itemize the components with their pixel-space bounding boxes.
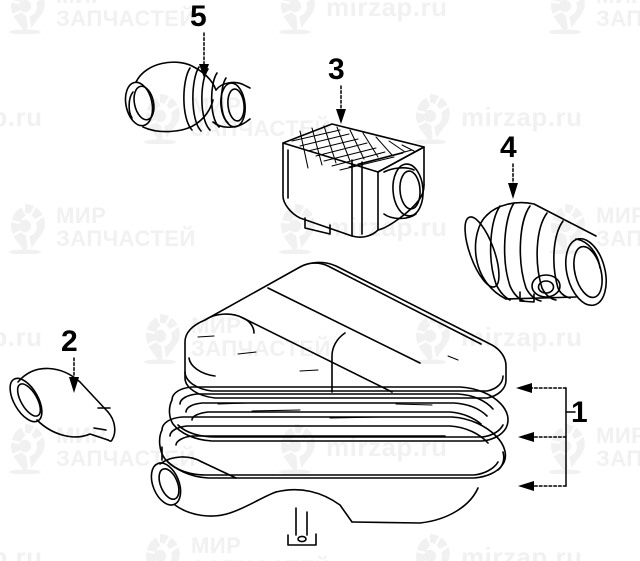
callout-leader-lines bbox=[69, 32, 518, 393]
air-cleaner-lower-housing bbox=[150, 416, 507, 546]
part-1-air-cleaner-assembly bbox=[150, 261, 509, 546]
part-4-corrugated-intake-duct bbox=[464, 201, 607, 307]
callout-label-3: 3 bbox=[328, 53, 345, 86]
part-5-elbow-bellows-hose bbox=[124, 61, 251, 133]
callout-1-bracket bbox=[516, 383, 576, 491]
part-3-resonator-chamber bbox=[282, 123, 425, 238]
air-filter-element bbox=[168, 386, 509, 442]
callout-label-4: 4 bbox=[500, 131, 517, 164]
callout-label-1: 1 bbox=[571, 396, 588, 429]
air-cleaner-cover bbox=[184, 261, 507, 399]
part-2-air-intake-sleeve bbox=[9, 367, 116, 442]
callout-label-2: 2 bbox=[61, 325, 78, 358]
callout-label-5: 5 bbox=[190, 0, 207, 33]
